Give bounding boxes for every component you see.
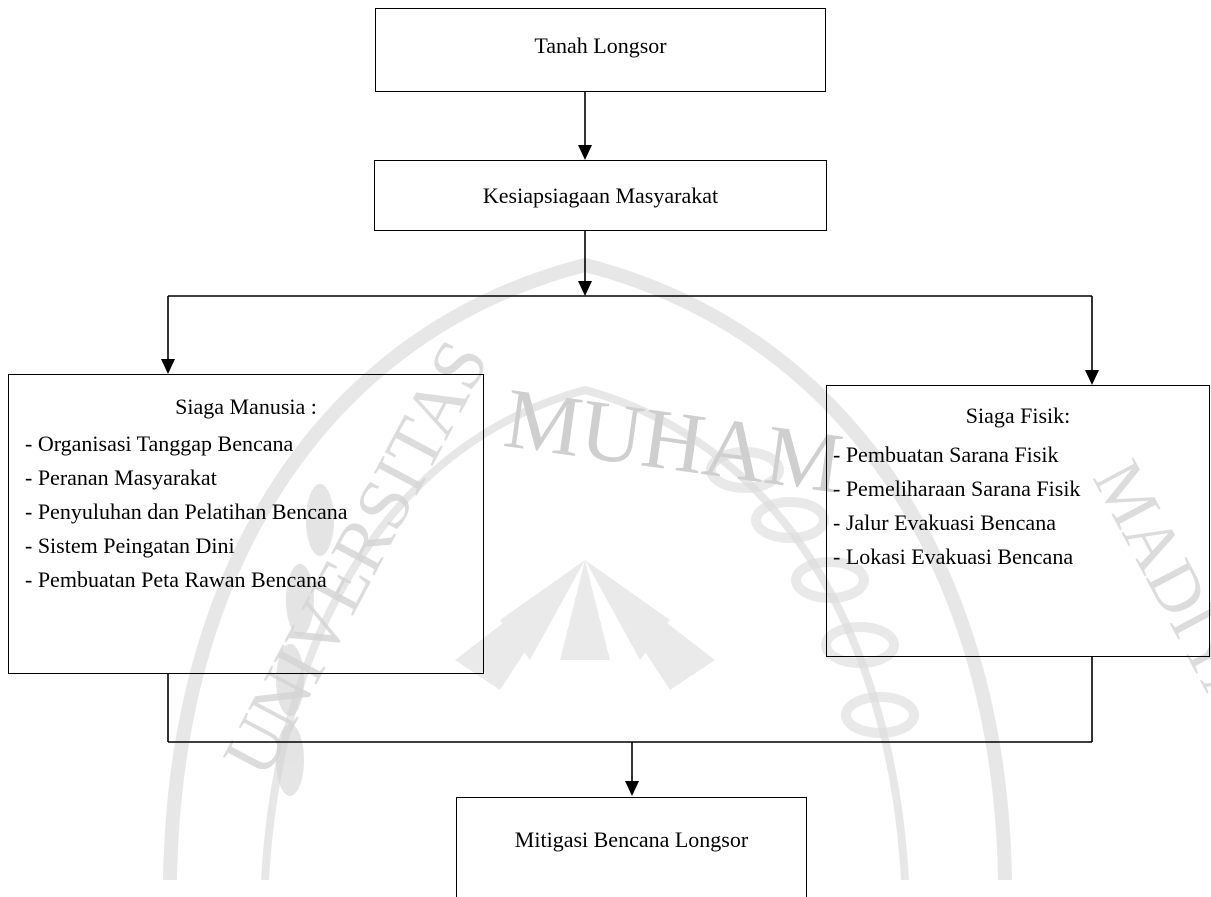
node-siaga-manusia-title: Siaga Manusia : bbox=[175, 394, 317, 419]
node-kesiapsiagaan-masyarakat: Kesiapsiagaan Masyarakat bbox=[374, 160, 827, 231]
siaga-fisik-item: - Pembuatan Sarana Fisik bbox=[833, 442, 1059, 467]
arrowhead-split bbox=[578, 281, 592, 296]
siaga-fisik-item: - Pemeliharaan Sarana Fisik bbox=[833, 476, 1081, 501]
sunburst-emblem bbox=[455, 560, 715, 690]
arrowhead-mitigasi bbox=[625, 781, 639, 796]
siaga-manusia-item: - Penyuluhan dan Pelatihan Bencana bbox=[25, 499, 348, 524]
rice-stalk-ornament bbox=[276, 484, 334, 796]
siaga-fisik-item: - Lokasi Evakuasi Bencana bbox=[833, 544, 1074, 569]
node-mitigasi-bencana-longsor: Mitigasi Bencana Longsor bbox=[456, 797, 807, 897]
node-siaga-fisik: Siaga Fisik: - Pembuatan Sarana Fisik - … bbox=[826, 385, 1210, 657]
arrowhead-fisik bbox=[1085, 370, 1099, 385]
siaga-manusia-list: - Organisasi Tanggap Bencana - Peranan M… bbox=[25, 427, 348, 597]
siaga-fisik-item: - Jalur Evakuasi Bencana bbox=[833, 510, 1056, 535]
siaga-manusia-item: - Sistem Peingatan Dini bbox=[25, 533, 235, 558]
arrowhead-kesiap bbox=[578, 145, 592, 160]
arrowhead-manusia bbox=[161, 359, 175, 374]
siaga-manusia-item: - Organisasi Tanggap Bencana bbox=[25, 431, 294, 456]
siaga-manusia-item: - Pembuatan Peta Rawan Bencana bbox=[25, 567, 327, 592]
siaga-fisik-list: - Pembuatan Sarana Fisik - Pemeliharaan … bbox=[833, 438, 1080, 574]
node-kesiapsiagaan-label: Kesiapsiagaan Masyarakat bbox=[482, 183, 719, 208]
node-mitigasi-label: Mitigasi Bencana Longsor bbox=[514, 827, 749, 852]
node-siaga-manusia: Siaga Manusia : - Organisasi Tanggap Ben… bbox=[8, 374, 484, 674]
node-siaga-fisik-title: Siaga Fisik: bbox=[965, 403, 1071, 428]
node-tanah-longsor-label: Tanah Longsor bbox=[534, 33, 667, 58]
siaga-manusia-item: - Peranan Masyarakat bbox=[25, 465, 217, 490]
node-tanah-longsor: Tanah Longsor bbox=[375, 8, 826, 92]
